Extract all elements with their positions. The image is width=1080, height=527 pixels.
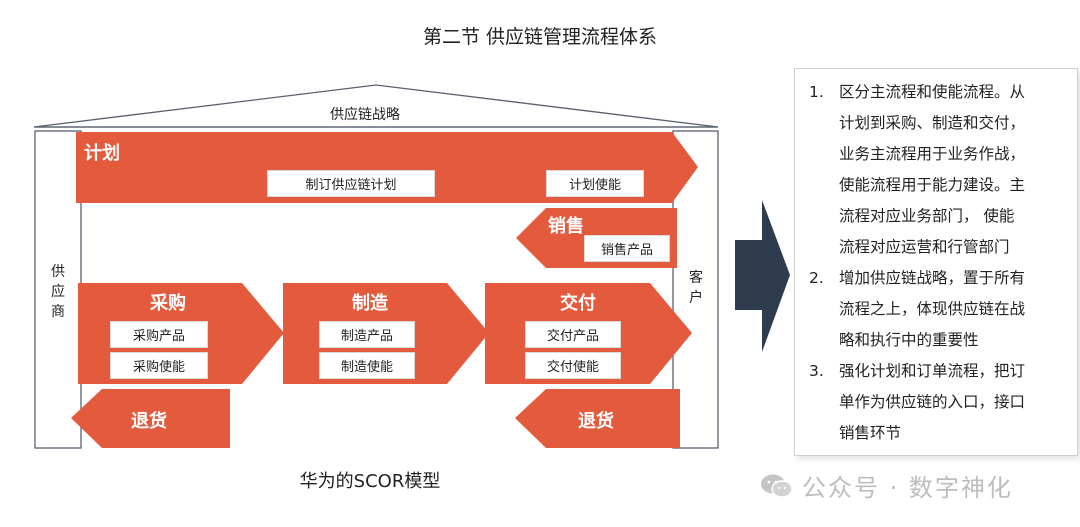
note-line: 使能流程用于能力建设。主 [839, 176, 1026, 194]
note-line: 计划到采购、制造和交付， [839, 114, 1026, 132]
sales-box-product: 销售产品 [584, 235, 670, 262]
plan-box-enable: 计划使能 [546, 170, 644, 197]
supply-chain-strategy-label: 供应链战略 [330, 107, 400, 123]
source-box-enable: 采购使能 [110, 352, 208, 379]
note-line: 流程之上，体现供应链在战 [839, 300, 1026, 318]
customer-pillar [672, 130, 719, 449]
customer-label: 客 户 [689, 270, 703, 306]
note-item: 3. 强化计划和订单流程，把订 单作为供应链的入口，接口 销售环节 [809, 356, 1063, 449]
note-line: 增加供应链战略，置于所有 [839, 269, 1026, 287]
plan-arrow [76, 132, 698, 203]
note-item: 2. 增加供应链战略，置于所有 流程之上，体现供应链在战 略和执行中的重要性 [809, 263, 1063, 356]
sales-label: 销售 [548, 216, 584, 237]
note-line: 区分主流程和使能流程。从 [839, 83, 1026, 101]
notes-panel: 1. 区分主流程和使能流程。从 计划到采购、制造和交付， 业务主流程用于业务作战… [794, 68, 1078, 456]
note-line: 略和执行中的重要性 [839, 331, 979, 349]
return-left-label: 退货 [131, 411, 167, 432]
supplier-label: 供 应 商 [51, 264, 65, 320]
page-title: 第二节 供应链管理流程体系 [422, 26, 658, 48]
wechat-icon [761, 474, 793, 498]
note-line: 业务主流程用于业务作战， [839, 145, 1026, 163]
note-item: 1. 区分主流程和使能流程。从 计划到采购、制造和交付， 业务主流程用于业务作战… [809, 77, 1063, 263]
return-right-label: 退货 [578, 411, 614, 432]
note-number: 2. [809, 269, 824, 287]
note-line: 流程对应运营和行管部门 [839, 238, 1010, 256]
return-left-arrow [71, 389, 230, 448]
deliver-label: 交付 [560, 293, 596, 314]
note-line: 强化计划和订单流程，把订 [839, 362, 1026, 380]
plan-box-make-plan: 制订供应链计划 [267, 170, 435, 197]
make-box-enable: 制造使能 [319, 352, 415, 379]
big-right-arrow [735, 200, 790, 352]
watermark-text: 公众号 · 数字神化 [802, 474, 1013, 502]
note-line: 销售环节 [839, 424, 902, 442]
note-line: 流程对应业务部门， 使能 [839, 207, 1015, 225]
source-box-product: 采购产品 [110, 321, 208, 348]
plan-label: 计划 [84, 143, 120, 164]
note-line: 单作为供应链的入口，接口 [839, 393, 1026, 411]
diagram-caption: 华为的SCOR模型 [299, 471, 441, 492]
make-label: 制造 [352, 293, 388, 314]
deliver-box-product: 交付产品 [525, 321, 621, 348]
note-number: 1. [809, 83, 824, 101]
source-label: 采购 [150, 293, 186, 314]
return-right-arrow [515, 389, 680, 448]
deliver-box-enable: 交付使能 [525, 352, 621, 379]
watermark: 公众号 · 数字神化 [760, 468, 1013, 503]
make-box-product: 制造产品 [319, 321, 415, 348]
note-number: 3. [809, 362, 824, 380]
